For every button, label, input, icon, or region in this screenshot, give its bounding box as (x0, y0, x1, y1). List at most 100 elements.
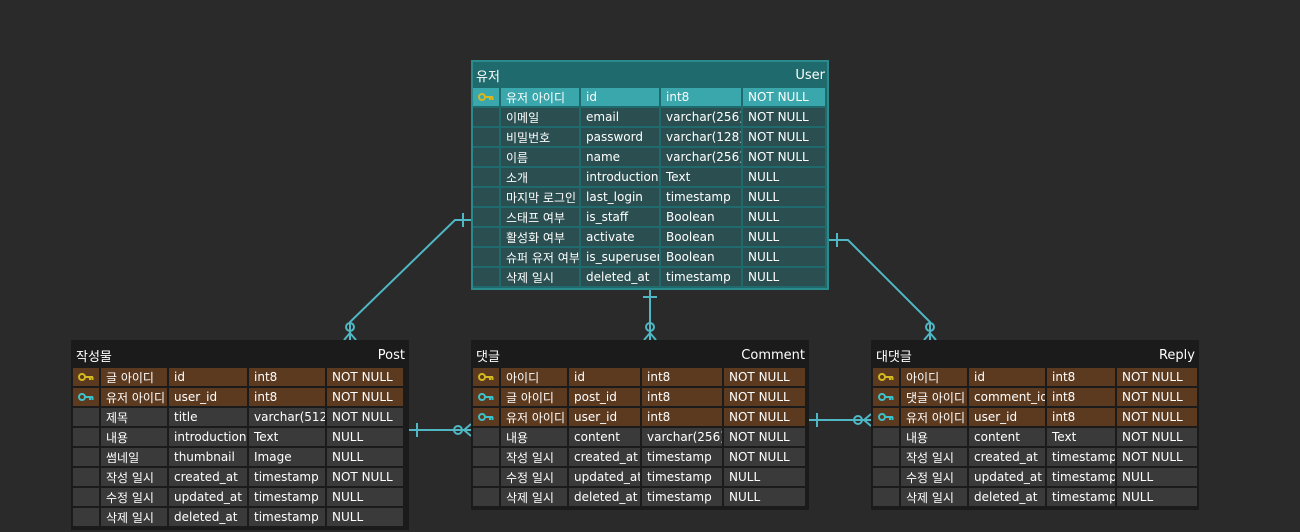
cell-nullable: NOT NULL (1117, 408, 1197, 428)
cell-data-type: timestamp (1047, 448, 1117, 468)
cell-nullable: NOT NULL (1117, 388, 1197, 408)
cell-nullable: NULL (724, 488, 805, 508)
cell-data-type: timestamp (661, 268, 743, 288)
cell-korean-label: 아이디 (901, 368, 969, 388)
cell-data-type: int8 (1047, 368, 1117, 388)
cell-korean-label: 수정 일시 (501, 468, 569, 488)
cell-column-name: introduction (169, 428, 249, 448)
table-name-korean: 대댓글 (876, 349, 912, 365)
cell-nullable: NOT NULL (743, 88, 825, 108)
cell-nullable: NOT NULL (724, 428, 805, 448)
cell-data-type: timestamp (642, 448, 724, 468)
cell-data-type: int8 (642, 408, 724, 428)
cell-key (873, 468, 901, 488)
cell-data-type: timestamp (661, 188, 743, 208)
cell-data-type: varchar(256) (661, 108, 743, 128)
cell-korean-label: 수정 일시 (101, 488, 169, 508)
table-name-english: Post (377, 347, 405, 363)
foreign-key-icon (878, 393, 894, 401)
cell-nullable: NOT NULL (743, 148, 825, 168)
cell-column-name: user_id (569, 408, 642, 428)
cell-column-name: updated_at (569, 468, 642, 488)
cell-korean-label: 마지막 로그인 (501, 188, 581, 208)
cell-korean-label: 아이디 (501, 368, 569, 388)
cell-korean-label: 내용 (901, 428, 969, 448)
cell-column-name: title (169, 408, 249, 428)
table-name-english: User (795, 67, 825, 83)
cell-nullable: NOT NULL (743, 108, 825, 128)
cell-korean-label: 소개 (501, 168, 581, 188)
foreign-key-icon (478, 393, 494, 401)
connector-user-comment-circle (645, 322, 655, 332)
cell-data-type: timestamp (1047, 488, 1117, 508)
cell-nullable: NULL (743, 228, 825, 248)
connector-user-post-circle (345, 322, 355, 332)
cell-column-name: comment_id (969, 388, 1047, 408)
cell-korean-label: 작성 일시 (901, 448, 969, 468)
cell-column-name: id (969, 368, 1047, 388)
cell-key (873, 368, 901, 388)
cell-key (73, 488, 101, 508)
cell-column-name: is_superuser (581, 248, 661, 268)
cell-korean-label: 삭제 일시 (901, 488, 969, 508)
cell-column-name: last_login (581, 188, 661, 208)
cell-korean-label: 유저 아이디 (501, 408, 569, 428)
connector-user-reply-circle (925, 322, 935, 332)
cell-korean-label: 유저 아이디 (101, 388, 169, 408)
cell-key (73, 508, 101, 528)
cell-nullable: NULL (743, 268, 825, 288)
cell-key (873, 408, 901, 428)
table-name-english: Comment (741, 347, 805, 363)
cell-data-type: timestamp (642, 488, 724, 508)
cell-nullable: NULL (327, 428, 403, 448)
cell-column-name: name (581, 148, 661, 168)
cell-data-type: int8 (642, 368, 724, 388)
cell-column-name: deleted_at (581, 268, 661, 288)
cell-korean-label: 슈퍼 유저 여부 (501, 248, 581, 268)
cell-nullable: NULL (724, 468, 805, 488)
cell-column-name: user_id (169, 388, 249, 408)
cell-korean-label: 댓글 아이디 (901, 388, 969, 408)
cell-nullable: NOT NULL (327, 408, 403, 428)
cell-data-type: int8 (249, 368, 327, 388)
cell-nullable: NULL (1117, 468, 1197, 488)
